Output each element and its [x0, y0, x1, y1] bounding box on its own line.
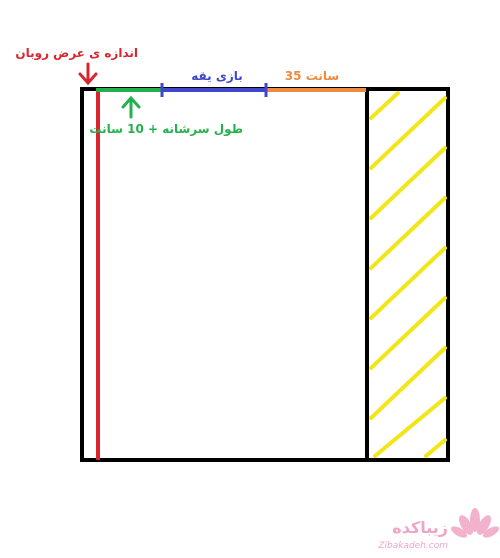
watermark: زیباکده Zibakadeh.com — [377, 508, 500, 551]
label-robe-width: اندازه ی عرض روبان — [15, 46, 138, 61]
label-thirty-five: 35 سانت — [285, 69, 339, 83]
watermark-brand: زیباکده — [392, 518, 448, 537]
red-arrow-icon — [78, 62, 98, 86]
hatch-area — [369, 91, 447, 458]
label-shoulder-plus: طول سرشانه + 10 سانت — [89, 122, 243, 137]
lotus-icon — [450, 508, 500, 538]
label-collar-play: بازی یقه — [191, 69, 243, 83]
green-arrow-icon — [121, 95, 141, 119]
watermark-domain: Zibakadeh.com — [377, 541, 448, 551]
